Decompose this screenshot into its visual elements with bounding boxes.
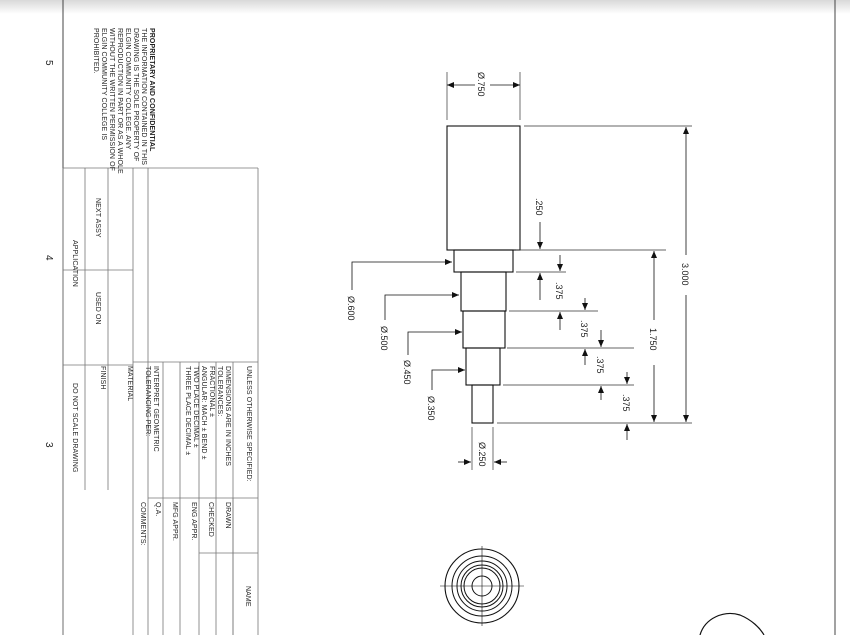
dimension-dia-350: Ø.350 bbox=[426, 396, 436, 421]
dimension-dia-450: Ø.450 bbox=[402, 360, 412, 385]
tolerance-line: FRACTIONAL ± bbox=[207, 366, 215, 418]
title-block-grid bbox=[62, 167, 259, 635]
tolerance-line: TOLERANCES: bbox=[215, 366, 223, 417]
comments-label: COMMENTS: bbox=[139, 502, 146, 546]
dimension-len-375-b: .375 bbox=[579, 320, 589, 338]
proprietary-line: PROHIBITED. bbox=[91, 28, 99, 74]
dimension-dia-600: Ø.600 bbox=[346, 296, 356, 321]
pen-stroke bbox=[699, 613, 765, 635]
end-view bbox=[440, 546, 524, 626]
proprietary-line: WITHOUT THE WRITTEN PERMISSION OF bbox=[107, 28, 115, 172]
proprietary-line: ELGIN COMMUNITY COLLEGE IS bbox=[99, 28, 107, 141]
interpret-line: TOLERANCING PER: bbox=[143, 366, 151, 437]
viewer-top-shade bbox=[0, 0, 850, 14]
interpret-line: INTERPRET GEOMETRIC bbox=[152, 366, 159, 452]
proprietary-line: DRAWING IS THE SOLE PROPERTY OF bbox=[131, 28, 139, 162]
zone-number-3: 3 bbox=[43, 442, 54, 448]
unless-specified-label: UNLESS OTHERWISE SPECIFIED: bbox=[245, 366, 252, 482]
tolerance-line: TWO PLACE DECIMAL ± bbox=[191, 366, 199, 448]
dimension-len-375-a: .375 bbox=[554, 282, 564, 300]
next-assy-label: NEXT ASSY bbox=[94, 198, 101, 238]
dimension-dia-750: Ø.750 bbox=[476, 72, 486, 97]
dimension-dia-250: Ø.250 bbox=[477, 442, 487, 467]
sheet-border bbox=[62, 0, 836, 635]
dimension-len-3000: 3.000 bbox=[680, 263, 690, 286]
application-label: APPLICATION bbox=[71, 240, 78, 287]
tolerance-block: DIMENSIONS ARE IN INCHES TOLERANCES: FRA… bbox=[183, 366, 231, 466]
interpret-block: INTERPRET GEOMETRIC TOLERANCING PER: bbox=[143, 366, 159, 452]
zone-number-5: 5 bbox=[43, 60, 54, 66]
proprietary-line: THE INFORMATION CONTAINED IN THIS bbox=[139, 28, 147, 166]
dimension-len-1750: 1.750 bbox=[648, 328, 658, 351]
proprietary-line: ELGIN COMMUNITY COLLEGE. ANY bbox=[123, 28, 131, 150]
leader-lines bbox=[351, 259, 465, 390]
eng-appr-label: ENG APPR. bbox=[190, 502, 197, 541]
shaft-profile bbox=[446, 125, 521, 424]
dimension-len-375-d: .375 bbox=[621, 394, 631, 412]
proprietary-line: REPRODUCTION IN PART OR AS A WHOLE bbox=[115, 28, 123, 174]
qa-label: Q.A. bbox=[154, 502, 161, 517]
proprietary-title: PROPRIETARY AND CONFIDENTIAL bbox=[148, 28, 155, 152]
dimension-dia-500: Ø.500 bbox=[379, 326, 389, 351]
zone-number-4: 4 bbox=[43, 255, 54, 261]
mfg-appr-label: MFG APPR. bbox=[171, 502, 178, 542]
checked-label: CHECKED bbox=[207, 502, 214, 537]
used-on-label: USED ON bbox=[94, 292, 101, 325]
dimension-len-375-c: .375 bbox=[595, 356, 605, 374]
extension-lines bbox=[446, 72, 692, 470]
material-label: MATERIAL bbox=[126, 366, 133, 402]
name-header: NAME bbox=[244, 586, 251, 607]
tolerance-line: DIMENSIONS ARE IN INCHES bbox=[224, 366, 231, 467]
dimension-lines bbox=[447, 82, 689, 465]
proprietary-notice: PROPRIETARY AND CONFIDENTIAL THE INFORMA… bbox=[91, 28, 155, 174]
drawn-label: DRAWN bbox=[224, 502, 231, 529]
tolerance-line: ANGULAR: MACH ± BEND ± bbox=[199, 366, 207, 460]
dimension-len-250: .250 bbox=[534, 198, 544, 216]
do-not-scale-label: DO NOT SCALE DRAWING bbox=[71, 383, 78, 473]
finish-label: FINISH bbox=[99, 366, 106, 390]
tolerance-line: THREE PLACE DECIMAL ± bbox=[183, 366, 191, 456]
